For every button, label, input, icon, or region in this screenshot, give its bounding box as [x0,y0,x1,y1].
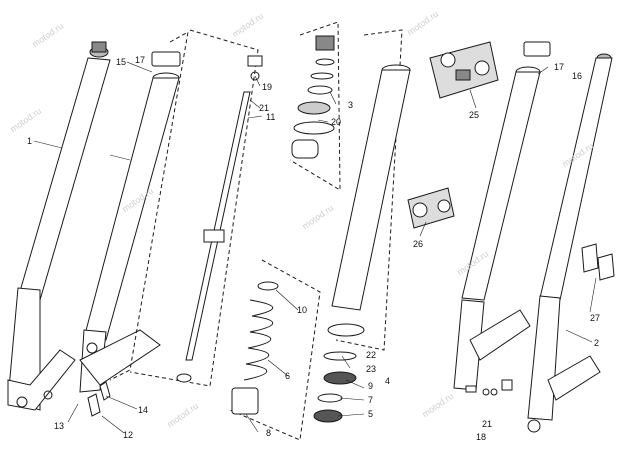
callout-8: 8 [266,428,272,438]
callout-13: 13 [54,421,65,431]
bleed-screw-set [465,379,513,396]
callout-9: 9 [368,381,374,391]
callout-3: 3 [348,100,354,110]
callout-7: 7 [368,395,374,405]
callout-21: 21 [259,103,270,113]
fork-tube-center [313,64,411,423]
callout-21b: 21 [482,419,493,429]
fork-tube-left-inner [79,51,181,393]
callout-17b: 17 [554,62,565,72]
callout-11: 11 [266,112,276,122]
callout-10: 10 [297,305,308,315]
callout-25: 25 [469,110,480,120]
fork-tube-left-outer [7,41,111,411]
fork-tube-right-outer [527,53,613,433]
guard-pads [581,243,615,281]
callout-18: 18 [476,432,487,442]
callout-20: 20 [331,117,342,127]
upper-triple-clamp [429,41,499,99]
callout-12: 12 [123,430,134,440]
callout-23: 23 [366,364,377,374]
damper-rod [176,55,263,383]
callout-27: 27 [590,313,601,323]
callout-4: 4 [385,376,391,386]
callout-19: 19 [262,82,273,92]
callout-26: 26 [413,239,424,249]
callout-6: 6 [285,371,291,381]
callout-17: 17 [135,55,146,65]
lower-triple-clamp [407,187,455,229]
callout-2: 2 [594,338,600,348]
fork-tube-right-inner [453,41,551,391]
callout-14: 14 [138,405,149,415]
axle-pinch-bolts [87,381,111,417]
fork-spring [231,281,279,415]
callout-16: 16 [572,71,583,81]
callout-15: 15 [116,57,127,67]
callout-5: 5 [368,409,374,419]
callout-1: 1 [27,136,33,146]
fork-cap-assembly [291,35,335,159]
callout-22: 22 [366,350,377,360]
